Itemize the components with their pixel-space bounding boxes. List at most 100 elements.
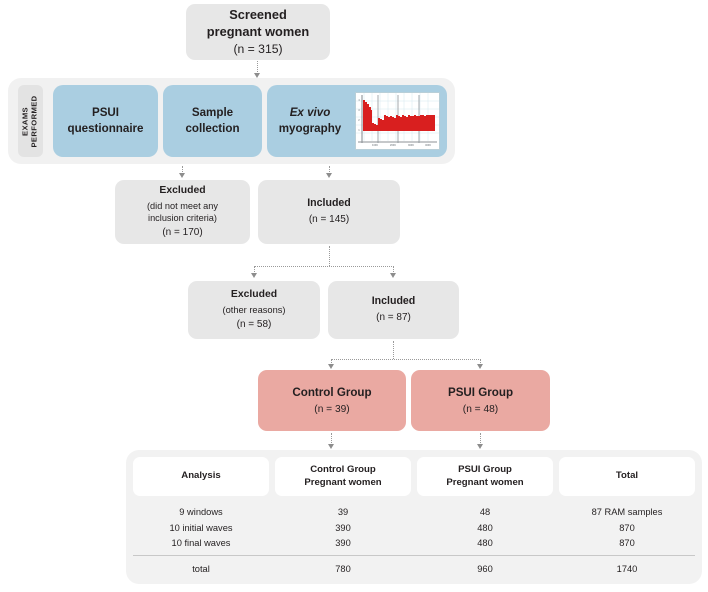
- table-header-psui-line-1: PSUI Group: [458, 464, 512, 476]
- table-header-control-line-2: Pregnant women: [304, 476, 382, 488]
- connector-level2-bar: [254, 266, 394, 267]
- connector-control-group-to-table: [331, 433, 332, 445]
- table-cell-analysis: 10 final waves: [171, 538, 231, 549]
- included1-title: Included: [307, 197, 351, 210]
- screened-count: (n = 315): [233, 41, 283, 56]
- exam-box-ex-vivo-myography: Ex vivo myography: [267, 85, 447, 157]
- node-control-group: Control Group (n = 39): [258, 370, 406, 431]
- table-header-control-group: Control Group Pregnant women: [275, 457, 411, 496]
- summary-table-body: 9 windows 39 48 87 RAM samples 10 initia…: [133, 505, 695, 577]
- connector-psui-group-arrow: [477, 364, 483, 369]
- screened-line-2: pregnant women: [206, 23, 310, 39]
- svg-text:1000: 1000: [372, 143, 378, 147]
- connector-control-group-to-table-arrow: [328, 444, 334, 449]
- table-cell-control: 390: [335, 538, 351, 549]
- included2-count: (n = 87): [376, 312, 411, 324]
- connector-included1-stem: [329, 246, 330, 266]
- excluded2-title: Excluded: [230, 289, 278, 301]
- connector-groups-left-drop: [331, 359, 332, 365]
- node-included-level-1: Included (n = 145): [258, 180, 400, 244]
- svg-text:3: 3: [358, 108, 360, 112]
- connector-exams-to-excluded1-arrow: [179, 173, 185, 178]
- myography-trace-chart: 4 3 2 1 1000 2000 3000 4000: [355, 92, 440, 150]
- svg-text:4000: 4000: [425, 143, 431, 147]
- svg-text:4: 4: [358, 98, 360, 102]
- excluded1-reason-line-1: (did not meet any: [147, 201, 218, 212]
- connector-screened-to-exams: [257, 61, 258, 74]
- screened-line-1: Screened: [229, 7, 287, 23]
- exams-performed-label: EXAMS PERFORMED: [18, 85, 43, 157]
- table-cell-total-control: 780: [335, 563, 351, 574]
- exams-label-line-2: PERFORMED: [30, 94, 40, 148]
- psui-group-title: PSUI Group: [447, 385, 514, 399]
- summary-table-header-row: Analysis Control Group Pregnant women PS…: [133, 457, 695, 496]
- node-excluded-level-1: Excluded (did not meet any inclusion cri…: [115, 180, 250, 244]
- connector-included2-arrow: [390, 273, 396, 278]
- control-group-title: Control Group: [292, 385, 372, 399]
- connector-control-group-arrow: [328, 364, 334, 369]
- table-row: 10 final waves 390 480 870: [133, 536, 695, 552]
- connector-screened-to-exams-arrow: [254, 73, 260, 78]
- table-cell-analysis: 9 windows: [179, 507, 223, 517]
- connector-psui-group-to-table: [480, 433, 481, 445]
- node-psui-group: PSUI Group (n = 48): [411, 370, 550, 431]
- table-cell-total: 870: [619, 522, 635, 533]
- excluded1-reason-line-2: inclusion criteria): [148, 213, 217, 224]
- table-cell-psui: 480: [477, 522, 493, 533]
- excluded1-title: Excluded: [159, 185, 206, 197]
- connector-groups-right-drop: [480, 359, 481, 365]
- table-cell-psui: 480: [477, 538, 493, 549]
- summary-table-panel: Analysis Control Group Pregnant women PS…: [126, 450, 702, 584]
- table-row: 10 initial waves 390 480 870: [133, 521, 695, 537]
- table-cell-psui: 48: [479, 507, 491, 517]
- connector-excluded2-arrow: [251, 273, 257, 278]
- exam-psui-line-1: PSUI: [91, 106, 120, 120]
- excluded2-reason: (other reasons): [222, 305, 286, 316]
- table-row: 9 windows 39 48 87 RAM samples: [133, 505, 695, 521]
- exam-myography-text: Ex vivo myography: [267, 105, 353, 136]
- table-cell-total-label: total: [192, 563, 210, 574]
- connector-psui-group-to-table-arrow: [477, 444, 483, 449]
- table-cell-total-total: 1740: [616, 563, 638, 574]
- included2-title: Included: [371, 295, 416, 308]
- exams-label-line-1: EXAMS: [21, 106, 31, 136]
- exam-myography-line-1: Ex vivo: [289, 106, 331, 120]
- exam-sample-line-1: Sample: [191, 106, 234, 120]
- connector-exams-to-included1: [329, 166, 330, 174]
- connector-exams-to-included1-arrow: [326, 173, 332, 178]
- table-cell-control: 390: [335, 522, 351, 533]
- table-cell-analysis: 10 initial waves: [169, 522, 233, 533]
- control-group-count: (n = 39): [314, 403, 350, 415]
- exam-psui-text: PSUI questionnaire: [67, 105, 143, 136]
- node-included-level-2: Included (n = 87): [328, 281, 459, 339]
- exams-performed-panel: EXAMS PERFORMED PSUI questionnaire Sampl…: [8, 78, 455, 164]
- svg-text:3000: 3000: [408, 143, 414, 147]
- connector-level2-left-drop: [254, 266, 255, 274]
- table-header-analysis-line-1: Analysis: [181, 470, 221, 482]
- table-header-psui-group: PSUI Group Pregnant women: [417, 457, 553, 496]
- connector-level2-right-drop: [393, 266, 394, 274]
- exam-sample-text: Sample collection: [185, 105, 239, 136]
- node-excluded-level-2: Excluded (other reasons) (n = 58): [188, 281, 320, 339]
- exam-sample-line-2: collection: [185, 122, 240, 135]
- excluded1-count: (n = 170): [162, 227, 203, 239]
- exam-box-psui-questionnaire: PSUI questionnaire: [53, 85, 158, 157]
- table-header-total-line-1: Total: [615, 470, 639, 482]
- connector-groups-bar: [331, 359, 481, 360]
- included1-count: (n = 145): [308, 214, 350, 226]
- table-cell-total: 87 RAM samples: [591, 507, 663, 517]
- exam-myography-line-2: myography: [278, 122, 342, 135]
- psui-group-count: (n = 48): [462, 403, 499, 415]
- table-total-row: total 780 960 1740: [133, 554, 695, 578]
- table-header-analysis: Analysis: [133, 457, 269, 496]
- svg-text:2000: 2000: [390, 143, 396, 147]
- exam-box-sample-collection: Sample collection: [163, 85, 262, 157]
- table-cell-control: 39: [337, 507, 349, 517]
- connector-included2-stem: [393, 341, 394, 359]
- exam-psui-line-2: questionnaire: [67, 122, 144, 135]
- connector-exams-to-excluded1: [182, 166, 183, 174]
- svg-text:2: 2: [358, 118, 360, 122]
- table-header-total: Total: [559, 457, 695, 496]
- exams-performed-label-text: EXAMS PERFORMED: [21, 95, 40, 147]
